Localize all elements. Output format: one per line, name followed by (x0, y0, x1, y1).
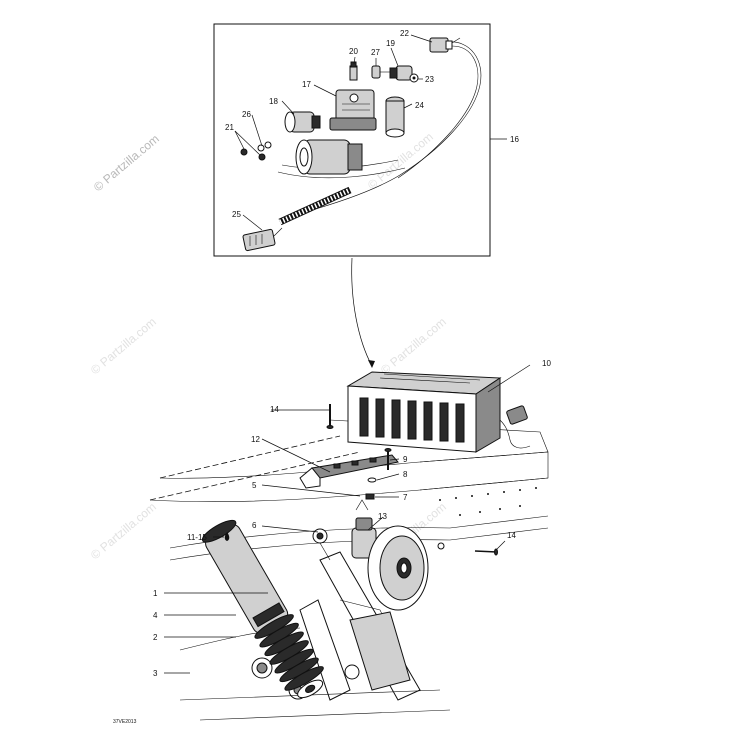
callout-20: 20 (349, 47, 358, 56)
callout-14-right: 14 (507, 531, 516, 540)
watermark-faint-3: © Partzilla.com (378, 315, 449, 378)
callout-labels: 22 20 27 19 23 17 18 24 26 21 25 16 10 1… (153, 29, 551, 678)
callout-3: 3 (153, 669, 158, 678)
callout-18: 18 (269, 97, 278, 106)
part-22-connector (429, 37, 461, 53)
part-14-screw-right (437, 542, 498, 556)
part-7-nut (365, 493, 375, 500)
callout-17: 17 (302, 80, 311, 89)
part-21-screws (240, 148, 266, 161)
callout-5: 5 (252, 481, 257, 490)
part-14-screw-top (326, 404, 334, 429)
callout-9: 9 (403, 455, 408, 464)
inset-leaders (234, 34, 507, 231)
callout-24: 24 (415, 101, 424, 110)
part-19-sensor (389, 65, 413, 81)
part-12-bracket (299, 454, 399, 489)
part-2-spring (254, 614, 324, 691)
inset-to-unit-arrow (351, 257, 373, 367)
callout-14-top: 14 (270, 405, 279, 414)
callout-12: 12 (251, 435, 260, 444)
part-27-fitting (371, 65, 390, 79)
callout-13: 13 (378, 512, 387, 521)
watermark-faint-4: © Partzilla.com (88, 500, 159, 563)
inset-box (213, 23, 491, 257)
part-25-connector (242, 227, 283, 252)
callout-4: 4 (153, 611, 158, 620)
part-24-reservoir (385, 96, 405, 138)
drawing-code: 37VE2013 (113, 719, 137, 725)
callout-10: 10 (542, 359, 551, 368)
watermark-faint-2: © Partzilla.com (88, 315, 159, 378)
rivet-row (439, 487, 537, 516)
callout-7: 7 (403, 493, 408, 502)
pump-motor (295, 139, 363, 175)
part-17-pump (329, 89, 377, 131)
drive-wheel (367, 525, 429, 611)
part-20-bleeder (349, 61, 358, 81)
callout-21: 21 (225, 123, 234, 132)
part-8-washer (367, 477, 377, 483)
shock-absorber (201, 519, 331, 699)
main-leaders (164, 364, 531, 674)
watermark-faint-1: © Partzilla.com (365, 130, 436, 193)
callout-19: 19 (386, 39, 395, 48)
callout-6: 6 (252, 521, 257, 530)
callout-25: 25 (232, 210, 241, 219)
callout-22: 22 (400, 29, 409, 38)
callout-27: 27 (371, 48, 380, 57)
part-26-washers (257, 141, 272, 152)
callout-23: 23 (425, 75, 434, 84)
part-18-solenoid (284, 111, 321, 133)
watermark-main: © Partzilla.com (91, 132, 162, 195)
part-13-actuator (351, 499, 377, 559)
part-9-screw (384, 448, 392, 470)
callout-11-15: 11-15 (187, 533, 207, 542)
part-11-15-drop (224, 532, 230, 541)
callout-2: 2 (153, 633, 158, 642)
callout-16: 16 (510, 135, 519, 144)
callout-26: 26 (242, 110, 251, 119)
part-10-control-module (346, 371, 531, 453)
inset-parts (240, 37, 461, 252)
callout-1: 1 (153, 589, 158, 598)
callout-8: 8 (403, 470, 408, 479)
background-watermarks: © Partzilla.com © Partzilla.com © Partzi… (88, 130, 449, 563)
